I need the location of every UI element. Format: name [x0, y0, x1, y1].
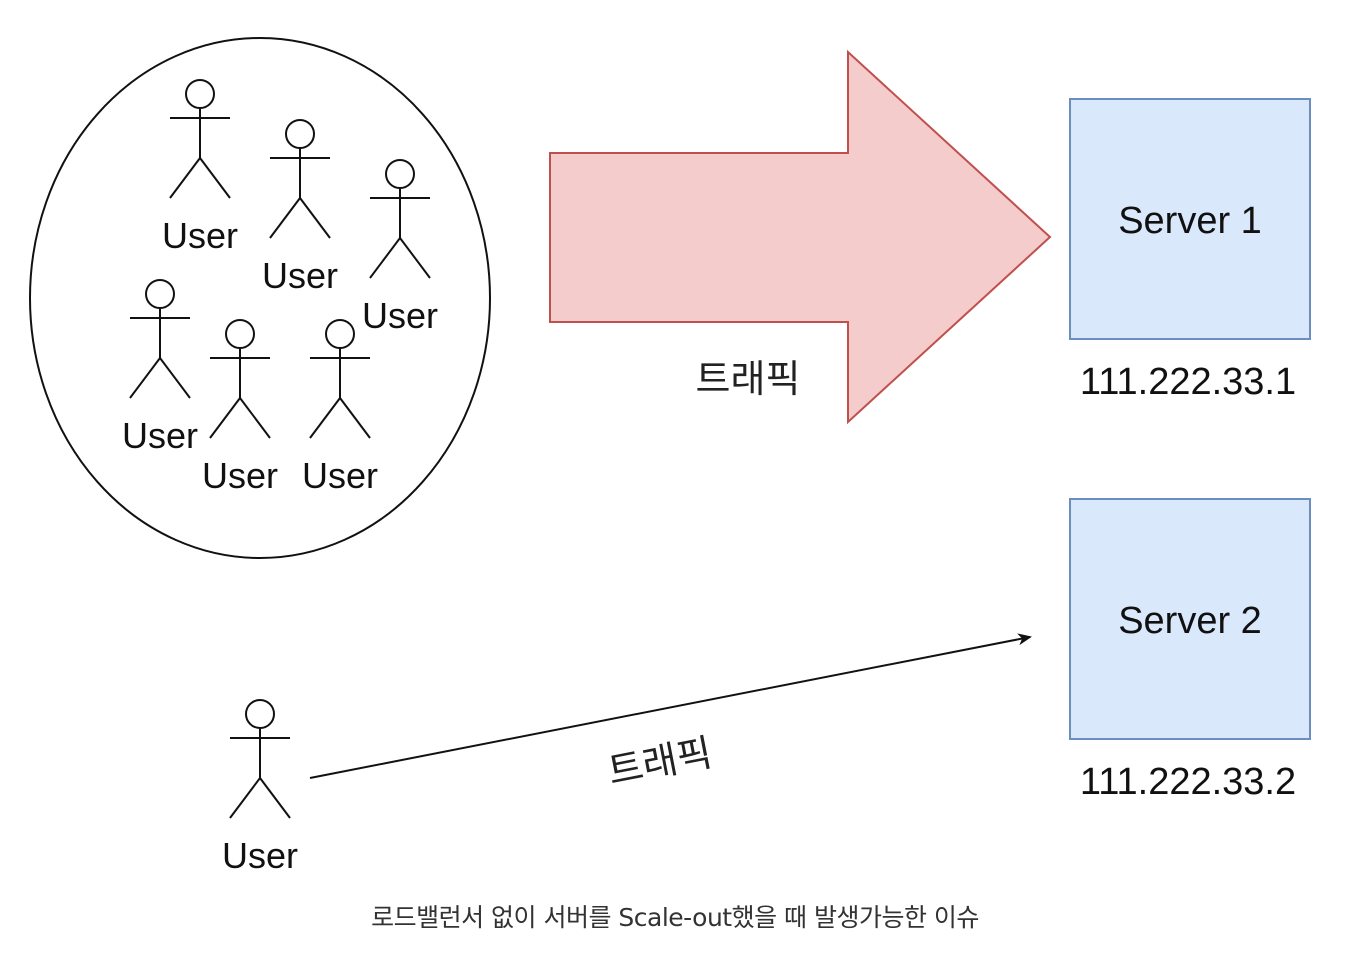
actor-label: User [162, 215, 238, 256]
server-1-box [1069, 98, 1311, 340]
actor-limb [129, 357, 161, 399]
actor-limb [169, 157, 201, 199]
actor-head [245, 699, 275, 729]
server-2-box [1069, 498, 1311, 740]
actor-label: User [362, 295, 438, 336]
actor-limb [229, 777, 261, 819]
actor-limb [259, 777, 291, 819]
actor-label: User [202, 455, 278, 496]
actor-head [285, 119, 315, 149]
actor-limb [299, 197, 331, 239]
actor-limb [199, 157, 231, 199]
user-actor: User [162, 79, 238, 256]
actor-head [185, 79, 215, 109]
server-2-ip: 111.222.33.2 [1080, 761, 1296, 803]
actor-label: User [262, 255, 338, 296]
user-group-ellipse [29, 37, 491, 559]
user-actor: User [202, 319, 278, 496]
actor-limb [239, 397, 271, 439]
figure-caption: 로드밸런서 없이 서버를 Scale-out했을 때 발생가능한 이슈 [371, 903, 979, 932]
user-actor: User [302, 319, 378, 496]
user-actor: User [262, 119, 338, 296]
actor-limb [209, 397, 241, 439]
big-traffic-label: 트래픽 [696, 359, 801, 401]
user-actor: User [222, 699, 298, 876]
actor-label: User [122, 415, 198, 456]
actor-head [145, 279, 175, 309]
actor-head [225, 319, 255, 349]
small-traffic-label: 트래픽 [605, 732, 716, 793]
actor-label: User [222, 835, 298, 876]
user-actor: User [122, 279, 198, 456]
user-actor: User [362, 159, 438, 336]
actor-limb [339, 397, 371, 439]
actor-limb [159, 357, 191, 399]
single-user-traffic-arrow [309, 633, 1032, 779]
actor-limb [369, 237, 401, 279]
big-traffic-arrow [549, 49, 1052, 425]
actor-limb [399, 237, 431, 279]
server-1-label: Server 1 [1118, 200, 1262, 242]
actor-head [385, 159, 415, 189]
server-2-label: Server 2 [1118, 600, 1262, 642]
actor-limb [309, 397, 341, 439]
actor-head [325, 319, 355, 349]
actor-label: User [302, 455, 378, 496]
actor-limb [269, 197, 301, 239]
server-1-ip: 111.222.33.1 [1080, 361, 1296, 403]
